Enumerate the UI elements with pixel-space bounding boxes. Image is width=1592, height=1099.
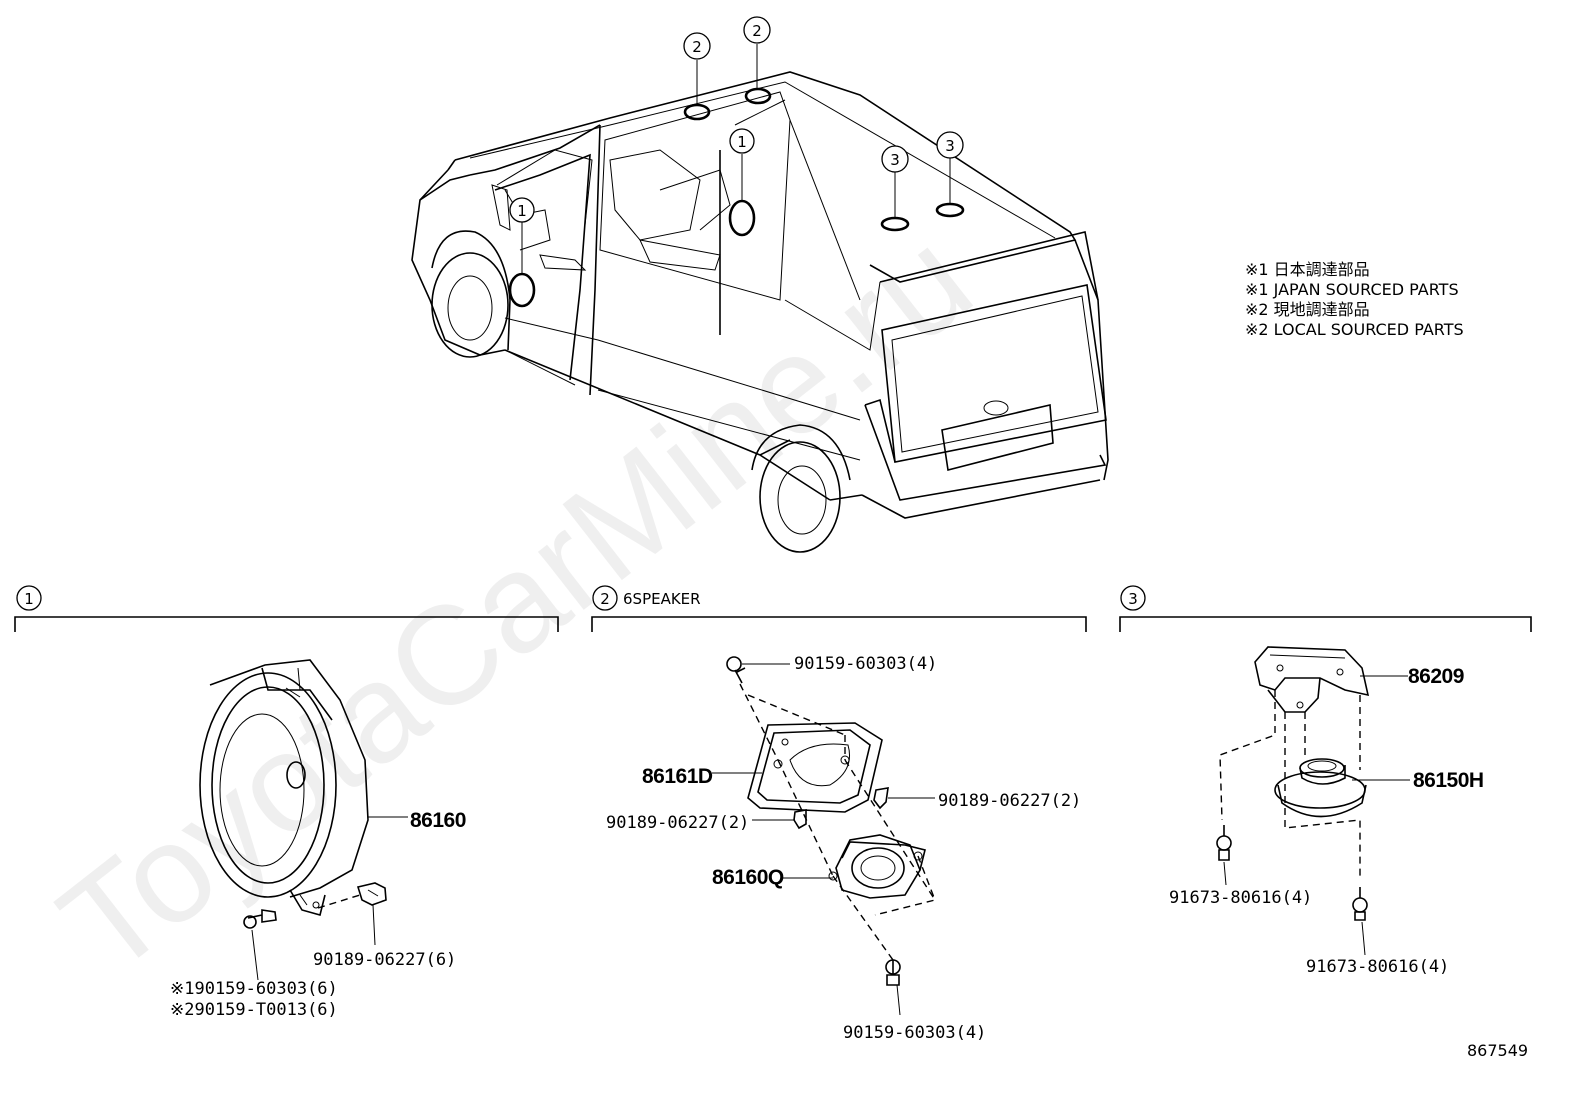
part-91673-80616-right: 91673-80616(4): [1306, 957, 1449, 977]
svg-text:2: 2: [692, 38, 702, 56]
note-line: ※2 LOCAL SOURCED PARTS: [1245, 320, 1464, 339]
svg-text:3: 3: [945, 137, 955, 155]
section-1-header: 1: [14, 585, 559, 632]
part-91673-80616-left: 91673-80616(4): [1169, 888, 1312, 908]
part-90189-06227-2-right: 90189-06227(2): [938, 791, 1081, 811]
callout-3a: 3: [881, 145, 909, 173]
section-2-title: 6SPEAKER: [623, 590, 701, 608]
part-90159-60303-bottom: 90159-60303(4): [843, 1023, 986, 1043]
speaker-86160-drawing: [199, 659, 408, 981]
van-illustration: [411, 44, 1109, 553]
svg-text:2: 2: [752, 22, 762, 40]
part-90159-60303-top: 90159-60303(4): [794, 654, 937, 674]
part-note2-90159-t0013: ※290159-T0013(6): [170, 1000, 338, 1020]
sourcing-notes: ※1 日本調達部品 ※1 JAPAN SOURCED PARTS ※2 現地調達…: [1245, 260, 1464, 339]
svg-text:2: 2: [600, 590, 610, 608]
part-86160: 86160: [410, 809, 466, 832]
callout-2a: 2: [683, 32, 711, 60]
speaker-86150h-drawing: [1216, 646, 1410, 956]
svg-text:1: 1: [517, 202, 527, 220]
svg-text:3: 3: [1128, 590, 1138, 608]
part-90189-06227-6: 90189-06227(6): [313, 950, 456, 970]
note-line: ※2 現地調達部品: [1245, 300, 1370, 319]
note-line: ※1 日本調達部品: [1245, 260, 1370, 279]
section-2-header: 2 6SPEAKER: [591, 585, 1087, 632]
diagram-number: 867549: [1467, 1041, 1528, 1060]
svg-text:3: 3: [890, 151, 900, 169]
part-86160q: 86160Q: [712, 866, 784, 889]
svg-text:1: 1: [24, 590, 34, 608]
part-90189-06227-2-left: 90189-06227(2): [606, 813, 749, 833]
part-note1-90159-60303: ※190159-60303(6): [170, 979, 338, 999]
part-86161d: 86161D: [642, 765, 713, 788]
callout-3b: 3: [936, 131, 964, 159]
svg-text:1: 1: [737, 133, 747, 151]
callout-1a: 1: [509, 197, 535, 223]
callout-1b: 1: [729, 128, 755, 154]
part-86150h: 86150H: [1413, 769, 1484, 792]
speaker-86160q-drawing: [712, 656, 937, 1016]
callout-2b: 2: [743, 16, 771, 44]
part-86209: 86209: [1408, 665, 1464, 688]
note-line: ※1 JAPAN SOURCED PARTS: [1245, 280, 1459, 299]
section-3-header: 3: [1119, 585, 1532, 632]
